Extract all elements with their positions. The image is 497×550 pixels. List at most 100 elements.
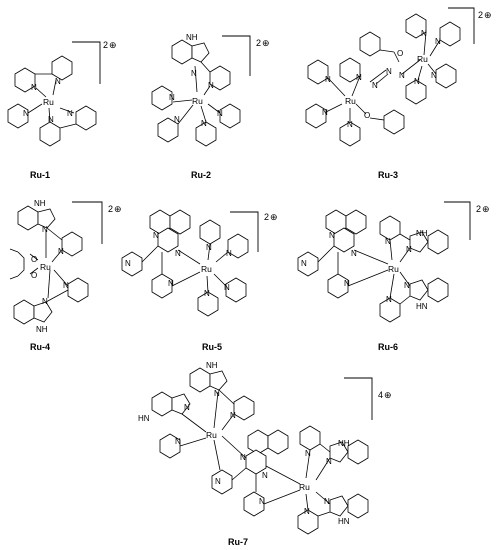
ru-6-n-label: N xyxy=(329,231,335,240)
ru-3-charge: 2⊕ xyxy=(478,10,492,20)
ru-7-benzimidazole-left xyxy=(151,391,191,417)
ru-6-n-label: N xyxy=(385,237,391,246)
ru-1-n-label: N xyxy=(23,109,29,118)
structure-ru-1: Ru N N N N N 2⊕ Ru-1 xyxy=(7,40,117,180)
ru-3-n-label: N xyxy=(421,29,427,38)
ru-7-n-label: N xyxy=(230,411,236,420)
ru-3-n-label: N xyxy=(414,77,420,86)
ru-5-n-label: N xyxy=(224,283,230,292)
ru-2-n-label: N xyxy=(201,119,207,128)
ru-7-n-label: N xyxy=(326,457,332,466)
ru-4-o-label: O xyxy=(31,255,37,264)
ru-3-bipyridine-left xyxy=(307,57,361,85)
ru-7-pyridine-left xyxy=(159,433,181,459)
ru-6-pyridyl-left xyxy=(297,251,319,277)
ru-7-nh-label: NH xyxy=(206,361,218,370)
ru-7-n-label: N xyxy=(240,453,246,462)
ru-2-n-label: N xyxy=(174,115,180,124)
ru-1-n-label: N xyxy=(55,77,61,86)
ru-7-hn-label: HN xyxy=(138,414,150,423)
ru-4-o-label: O xyxy=(31,271,37,280)
ru-2-pyridine-right xyxy=(209,65,231,91)
ru-4-n-label: N xyxy=(42,225,48,234)
ru-7-n-label: N xyxy=(324,497,330,506)
ru-4-charge-bracket xyxy=(72,201,103,244)
ru-7-n-label: N xyxy=(184,403,190,412)
ru-6-n-label: N xyxy=(404,281,410,290)
ru-2-bipyridine-left xyxy=(151,85,179,143)
ru-5-n-label: N xyxy=(204,289,210,298)
ru-4-benzimidazole-top xyxy=(17,205,56,231)
structure-ru-5: Ru N N N N N N N N 2⊕ Ru-5 xyxy=(121,209,278,352)
ru-7-n-label: N xyxy=(262,471,268,480)
ru-3-benzoyl-bottom xyxy=(383,109,405,135)
ru-1-bipyridine-left xyxy=(7,103,29,129)
ru-4-benzimidazole-bottom xyxy=(13,299,53,325)
ru-4-n-label: N xyxy=(63,281,69,290)
ru-6-label: Ru-6 xyxy=(378,342,398,352)
ru-4-n-label: N xyxy=(58,247,64,256)
ru-6-hn-label: HN xyxy=(416,302,428,311)
ru-5-n-label: N xyxy=(125,259,131,268)
ru-3-n-label: N xyxy=(435,37,441,46)
ru-4-n-label: N xyxy=(42,297,48,306)
ru-3-n-label: N xyxy=(399,71,405,80)
ru-5-pyridyl-left xyxy=(121,251,143,277)
ru-6-charge: 2⊕ xyxy=(476,204,490,214)
ru-6-charge-bracket xyxy=(444,201,471,240)
ru-1-charge: 2⊕ xyxy=(103,40,117,50)
ru-1-n-label: N xyxy=(67,109,73,118)
ru-6-n-label: N xyxy=(351,249,357,258)
ru-2-n-label: N xyxy=(191,69,197,78)
ru-1-bipyridine-top xyxy=(14,55,73,93)
ru-7-charge-bracket xyxy=(344,377,373,420)
ru-5-charge: 2⊕ xyxy=(264,212,278,222)
structure-ru-6: Ru N N N N N N NH N N HN 2⊕ Ru-6 xyxy=(297,201,490,352)
ru-6-nh-label: NH xyxy=(416,229,428,238)
ru-3-n-label: N xyxy=(325,75,331,84)
ru-5-benzoquinoxaline xyxy=(149,209,191,253)
ru-1-metal-label: Ru xyxy=(43,97,54,107)
ru-3-metal-label: Ru xyxy=(417,54,428,64)
ru-3-bipyridine-bottom xyxy=(305,103,361,147)
ru-6-n-label: N xyxy=(406,245,412,254)
ru-3-metal-label: Ru xyxy=(345,96,356,106)
ru-3-benzoyl-top xyxy=(359,31,381,57)
structure-ru-7: Ru Ru NH HN N N N N N N N N N N NH N N H… xyxy=(138,361,392,547)
ru-4-label: Ru-4 xyxy=(30,342,50,352)
ru-3-o-label: O xyxy=(397,49,403,58)
ru-6-n-label: N xyxy=(386,295,392,304)
ru-3-n-label: N xyxy=(356,73,362,82)
ru-7-pyridyl-bridge-left xyxy=(211,469,233,495)
ru-1-n-label: N xyxy=(31,83,37,92)
ru-6-n-label: N xyxy=(301,259,307,268)
ru-7-benzimidazole-right-bottom xyxy=(329,493,369,519)
ru-5-label: Ru-5 xyxy=(202,342,222,352)
ru-7-nh-label: NH xyxy=(338,439,350,448)
ru-3-n-label: N xyxy=(322,108,328,117)
ru-7-pyridyl-bridge-bottom xyxy=(243,491,265,517)
ru-5-n-label: N xyxy=(153,231,159,240)
ru-6-benzimidazole-top xyxy=(409,229,449,255)
ru-5-metal-label: Ru xyxy=(201,264,212,274)
ru-5-n-label: N xyxy=(168,279,174,288)
ru-5-n-label: N xyxy=(226,249,232,258)
ru-3-n-label: N xyxy=(372,81,378,90)
ru-7-n-label: N xyxy=(305,449,311,458)
ru-2-charge: 2⊕ xyxy=(256,38,270,48)
ru-2-bipyridine-right xyxy=(195,103,241,147)
ru-7-benzimidazole-right-top xyxy=(329,439,369,465)
ru-3-o-label: O xyxy=(364,111,370,120)
ru-6-metal-label: Ru xyxy=(388,264,399,274)
ru-3-charge-bracket xyxy=(448,7,475,44)
ru-1-label: Ru-1 xyxy=(30,170,50,180)
ru-2-n-label: N xyxy=(217,109,223,118)
ru-3-bipyridine-top xyxy=(405,13,461,47)
ru-7-pyridine-top xyxy=(233,395,255,421)
ru-7-charge: 4⊕ xyxy=(378,390,392,400)
ru-3-n-label: N xyxy=(386,67,392,76)
ru-7-hn-label: HN xyxy=(338,517,350,526)
ru-7-n-label: N xyxy=(215,477,221,486)
ru-6-n-label: N xyxy=(344,279,350,288)
ru-7-label: Ru-7 xyxy=(228,537,248,547)
